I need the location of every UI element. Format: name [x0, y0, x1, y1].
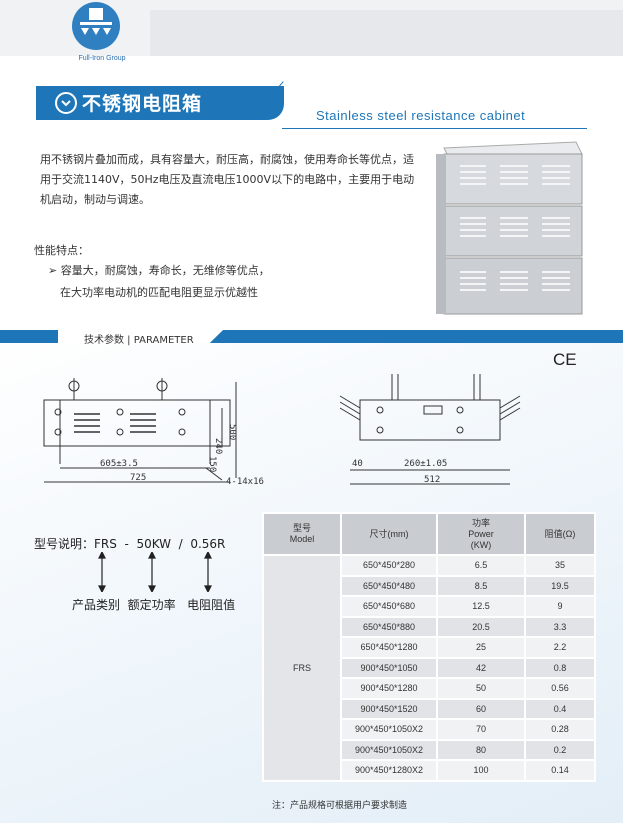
cell-resistance: 19.5 [524, 574, 596, 597]
cell-power: 8.5 [436, 574, 526, 597]
cell-resistance: 0.2 [524, 738, 596, 761]
dim-725: 725 [130, 473, 146, 483]
cell-power: 6.5 [436, 554, 526, 577]
cell-power: 42 [436, 656, 526, 679]
cell-size: 900*450*1520 [340, 697, 438, 720]
page-title: 不锈钢电阻箱 [82, 93, 203, 115]
cell-resistance: 0.56 [524, 677, 596, 700]
header-resistance: 阻值(Ω) [524, 512, 596, 556]
cell-power: 100 [436, 759, 526, 782]
feature-line: 在大功率电动机的匹配电阻更显示优越性 [60, 286, 258, 299]
cell-power: 80 [436, 738, 526, 761]
model-description: 型号说明：FRS - 50KW / 0.56R [34, 537, 226, 551]
features-heading: 性能特点： [34, 244, 89, 257]
cell-resistance: 0.8 [524, 656, 596, 679]
dim-500: 500 [227, 424, 237, 440]
cell-resistance: 2.2 [524, 636, 596, 659]
cell-resistance: 9 [524, 595, 596, 618]
cell-size: 650*450*480 [340, 574, 438, 597]
cell-resistance: 0.4 [524, 697, 596, 720]
cell-size: 650*450*880 [340, 615, 438, 638]
feature-line: ➢ 容量大，耐腐蚀，寿命长，无维修等优点， [48, 264, 270, 277]
cell-size: 900*450*1280X2 [340, 759, 438, 782]
cell-size: 900*450*1050X2 [340, 738, 438, 761]
cell-size: 900*450*1280 [340, 677, 438, 700]
title-underline [282, 128, 587, 129]
dim-260: 260±1.05 [404, 459, 447, 469]
cabinet-image [436, 141, 583, 315]
dim-150: 150 [207, 456, 217, 472]
cell-power: 20.5 [436, 615, 526, 638]
arrow-icons [98, 552, 212, 592]
header-size: 尺寸(mm) [340, 512, 438, 556]
parameter-tab [58, 330, 223, 343]
cell-resistance: 0.14 [524, 759, 596, 782]
dim-605: 605±3.5 [100, 459, 138, 469]
chevron-down-icon [55, 92, 77, 114]
logo-text: Full-Iron Group [78, 55, 126, 62]
cell-resistance: 3.3 [524, 615, 596, 638]
intro-paragraph: 用不锈钢片叠加而成，具有容量大，耐压高，耐腐蚀，使用寿命长等优点，适用于交流11… [40, 153, 415, 206]
technical-drawing: 605±3.5 725 240 500 150 4-14x16 40 260±1… [43, 374, 521, 487]
page-title-en: Stainless steel resistance cabinet [316, 108, 526, 123]
ce-mark: CE [553, 350, 577, 369]
dim-512: 512 [424, 475, 440, 485]
cell-power: 50 [436, 677, 526, 700]
cell-size: 650*450*1280 [340, 636, 438, 659]
dim-40: 40 [352, 459, 363, 469]
cell-power: 25 [436, 636, 526, 659]
parameter-heading: 技术参数 | PARAMETER [84, 335, 194, 346]
cell-power: 12.5 [436, 595, 526, 618]
model-explanation: 产品类别 额定功率 电阻阻值 [72, 598, 236, 612]
cell-size: 900*450*1050 [340, 656, 438, 679]
cell-power: 60 [436, 697, 526, 720]
dim-240: 240 [213, 438, 223, 454]
cell-size: 650*450*680 [340, 595, 438, 618]
company-logo: Full-Iron Group [62, 0, 134, 70]
footnote: 注：产品规格可根据用户要求制造 [272, 801, 408, 811]
cell-size: 650*450*280 [340, 554, 438, 577]
title-bar [36, 86, 284, 120]
model-cell: FRS [262, 554, 342, 782]
cell-resistance: 0.28 [524, 718, 596, 741]
cell-resistance: 35 [524, 554, 596, 577]
hole-label: 4-14x16 [226, 477, 264, 487]
cell-power: 70 [436, 718, 526, 741]
cell-size: 900*450*1050X2 [340, 718, 438, 741]
